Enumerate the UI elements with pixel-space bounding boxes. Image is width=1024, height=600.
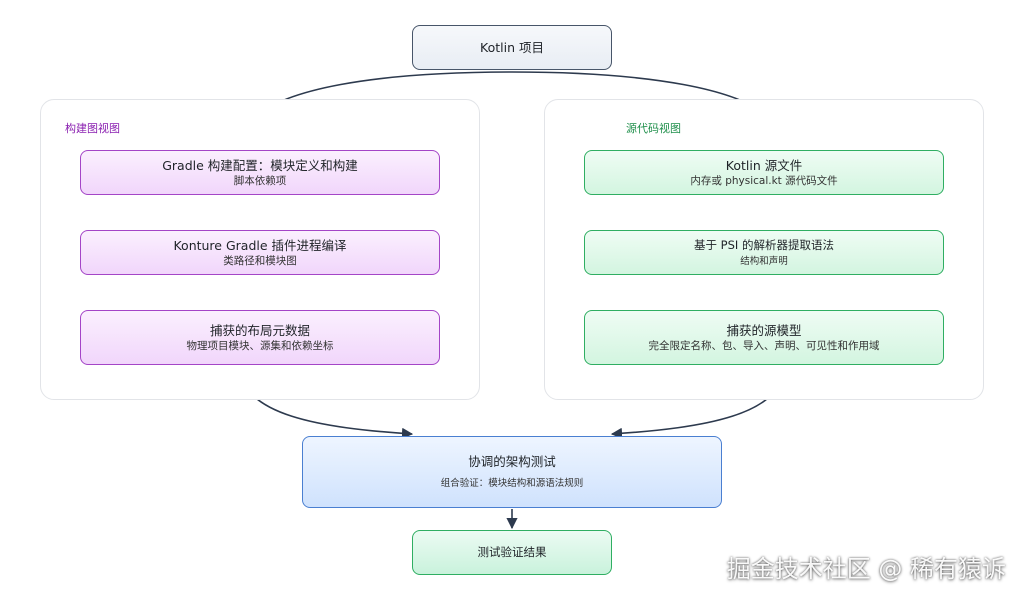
psi-parser-subtitle: 结构和声明 [740,255,788,267]
gradle-build-config-subtitle: 脚本依赖项 [233,174,287,187]
source-model-subtitle: 完全限定名称、包、导入、声明、可见性和作用域 [648,339,880,352]
konture-plugin-node: Konture Gradle 插件进程编译 类路径和模块图 [80,230,440,275]
gradle-build-config-node: Gradle 构建配置：模块定义和构建 脚本依赖项 [80,150,440,195]
source-view-label: 源代码视图 [626,122,681,135]
coordinated-test-title: 协调的架构测试 [468,454,556,469]
konture-plugin-subtitle: 类路径和模块图 [223,254,297,267]
konture-plugin-title: Konture Gradle 插件进程编译 [173,237,347,253]
source-model-node: 捕获的源模型 完全限定名称、包、导入、声明、可见性和作用域 [584,310,944,365]
layout-metadata-subtitle: 物理项目模块、源集和依赖坐标 [186,339,334,352]
gradle-build-config-title: Gradle 构建配置：模块定义和构建 [162,157,358,173]
kotlin-source-files-title: Kotlin 源文件 [725,157,803,173]
source-model-title: 捕获的源模型 [726,322,802,338]
layout-metadata-title: 捕获的布局元数据 [209,322,310,338]
watermark: 掘金技术社区 @ 稀有猿诉 [726,555,1006,583]
layout-metadata-node: 捕获的布局元数据 物理项目模块、源集和依赖坐标 [80,310,440,365]
kotlin-project-title: Kotlin 项目 [480,40,544,55]
psi-parser-node: 基于 PSI 的解析器提取语法 结构和声明 [584,230,944,275]
build-view-label: 构建图视图 [65,122,120,135]
kotlin-source-files-node: Kotlin 源文件 内存或 physical.kt 源代码文件 [584,150,944,195]
psi-parser-title: 基于 PSI 的解析器提取语法 [694,237,834,252]
kotlin-source-files-subtitle: 内存或 physical.kt 源代码文件 [690,174,838,187]
coordinated-architecture-test-node: 协调的架构测试 组合验证：模块结构和源语法规则 [302,436,722,508]
test-result-node: 测试验证结果 [412,530,612,575]
kotlin-project-node: Kotlin 项目 [412,25,612,70]
test-result-title: 测试验证结果 [477,545,547,559]
coordinated-test-subtitle: 组合验证：模块结构和源语法规则 [440,478,584,489]
